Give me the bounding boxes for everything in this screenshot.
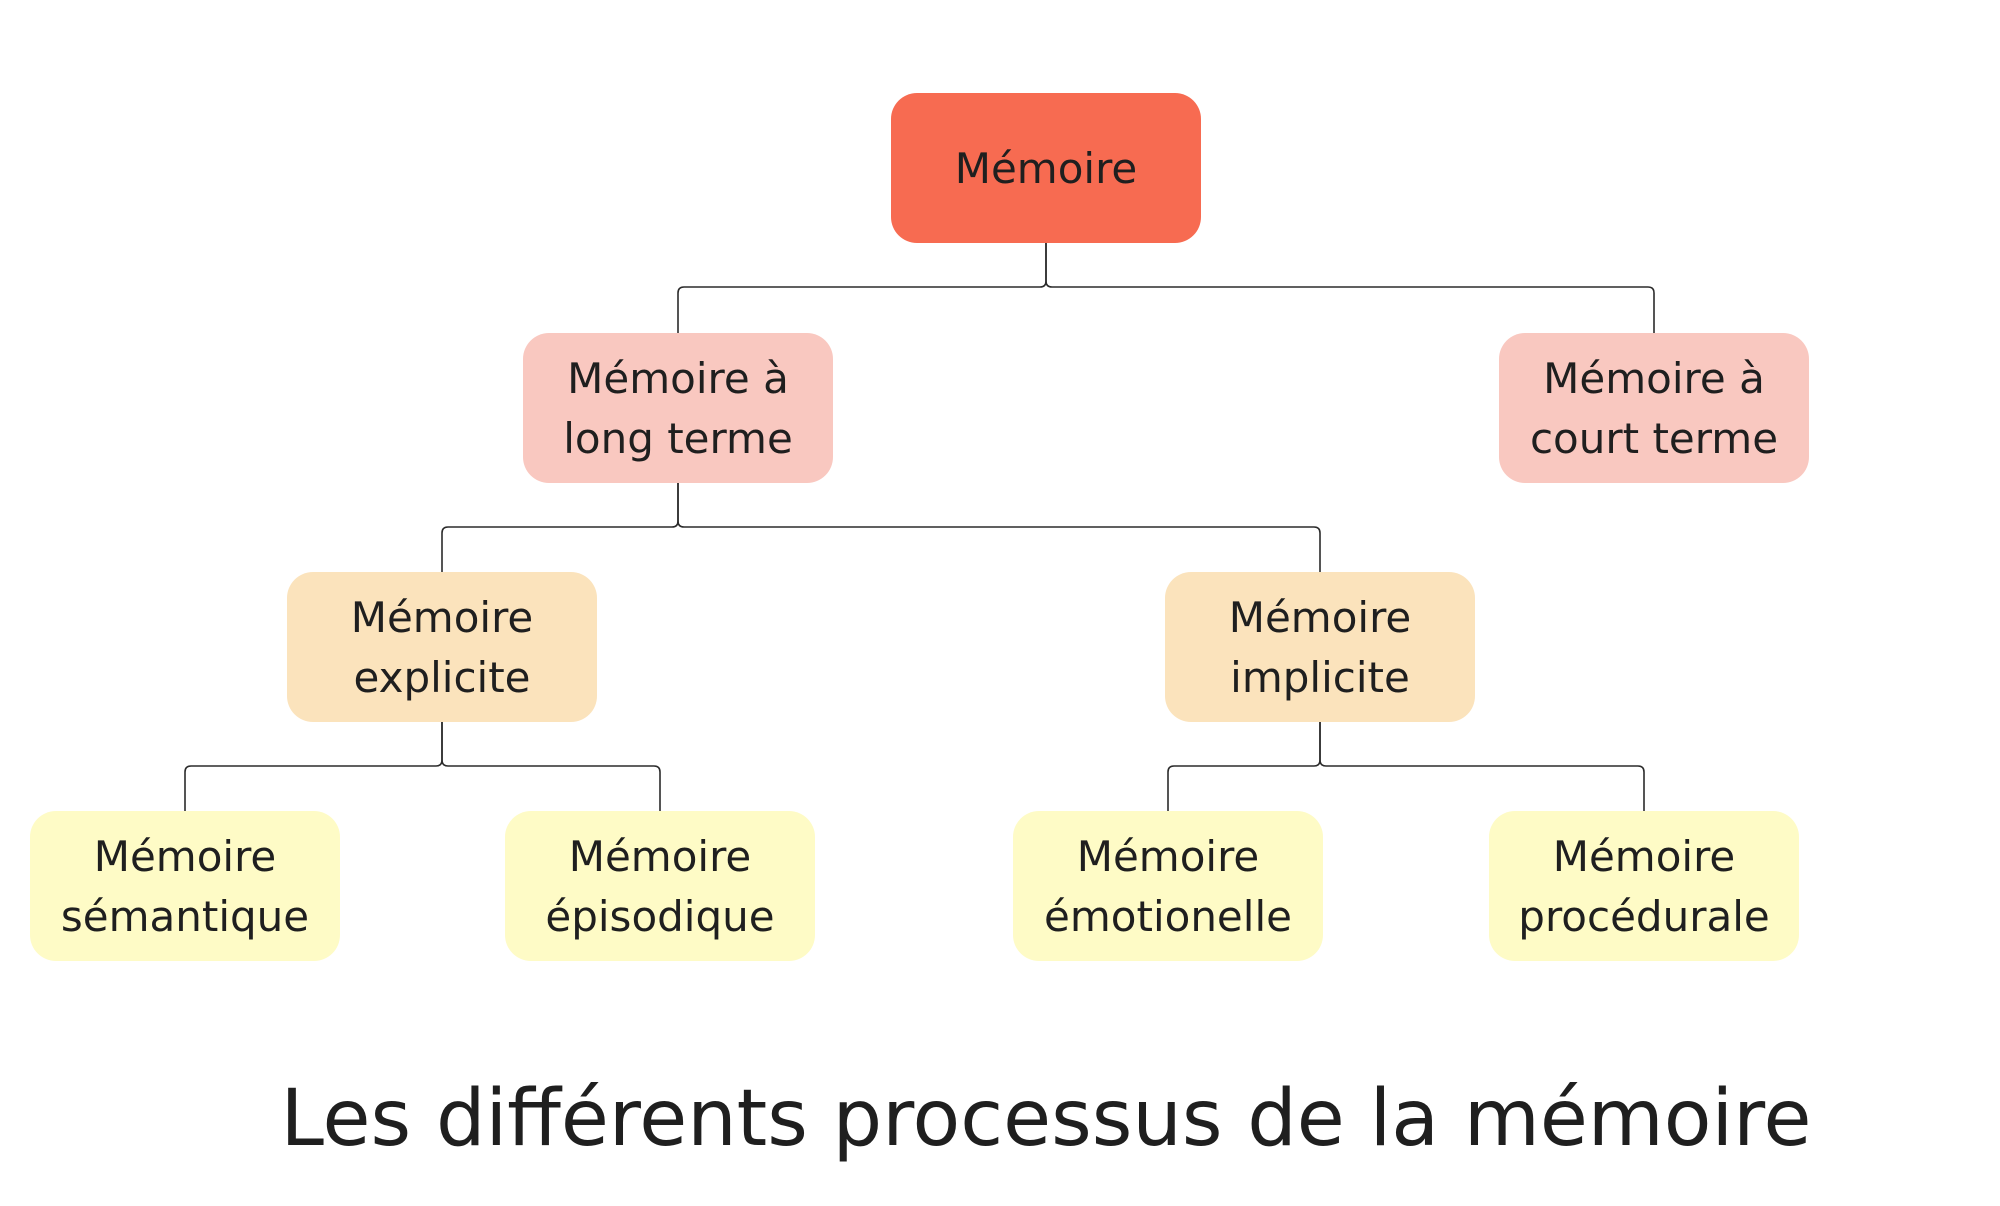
node-emotionelle: Mémoire émotionelle — [1013, 811, 1323, 961]
node-box-court-terme — [1499, 333, 1809, 483]
diagram-caption: Les différents processus de la mémoire — [280, 1074, 1811, 1164]
node-label-court-terme-line-2: court terme — [1530, 414, 1778, 463]
connector-implicite-to-procedurale — [1319, 722, 1645, 811]
connector-memoire-to-long-terme — [677, 243, 1047, 333]
connector-long-terme-to-explicite — [441, 483, 679, 572]
node-box-episodique — [505, 811, 815, 961]
node-label-episodique-line-1: Mémoire — [569, 832, 752, 881]
node-label-implicite-line-1: Mémoire — [1229, 593, 1412, 642]
node-label-procedurale-line-1: Mémoire — [1553, 832, 1736, 881]
connector-memoire-to-court-terme — [1045, 243, 1655, 333]
node-explicite: Mémoire explicite — [287, 572, 597, 722]
node-label-episodique-line-2: épisodique — [545, 892, 774, 941]
node-box-emotionelle — [1013, 811, 1323, 961]
node-memoire: Mémoire — [891, 93, 1201, 243]
node-label-explicite-line-2: explicite — [353, 653, 530, 702]
node-label-explicite-line-1: Mémoire — [351, 593, 534, 642]
node-label-semantique-line-1: Mémoire — [94, 832, 277, 881]
node-label-court-terme-line-1: Mémoire à — [1543, 354, 1765, 403]
node-label-semantique-line-2: sémantique — [61, 892, 309, 941]
node-label-memoire-line-1: Mémoire — [955, 144, 1138, 193]
node-court-terme: Mémoire à court terme — [1499, 333, 1809, 483]
node-box-memoire — [891, 93, 1201, 243]
connector-explicite-to-episodique — [441, 722, 661, 811]
node-label-emotionelle-line-2: émotionelle — [1044, 892, 1292, 941]
node-label-long-terme-line-2: long terme — [563, 414, 793, 463]
node-label-long-terme-line-1: Mémoire à — [567, 354, 789, 403]
node-box-implicite — [1165, 572, 1475, 722]
node-box-procedurale — [1489, 811, 1799, 961]
node-box-explicite — [287, 572, 597, 722]
connector-long-terme-to-implicite — [677, 483, 1321, 572]
node-long-terme: Mémoire à long terme — [523, 333, 833, 483]
connector-explicite-to-semantique — [184, 722, 443, 811]
node-episodique: Mémoire épisodique — [505, 811, 815, 961]
node-semantique: Mémoire sémantique — [30, 811, 340, 961]
connectors — [184, 243, 1655, 811]
connector-implicite-to-emotionelle — [1167, 722, 1321, 811]
node-procedurale: Mémoire procédurale — [1489, 811, 1799, 961]
node-box-semantique — [30, 811, 340, 961]
node-label-implicite-line-2: implicite — [1230, 653, 1410, 702]
node-box-long-terme — [523, 333, 833, 483]
node-label-emotionelle-line-1: Mémoire — [1077, 832, 1260, 881]
node-implicite: Mémoire implicite — [1165, 572, 1475, 722]
node-label-procedurale-line-2: procédurale — [1518, 892, 1769, 941]
